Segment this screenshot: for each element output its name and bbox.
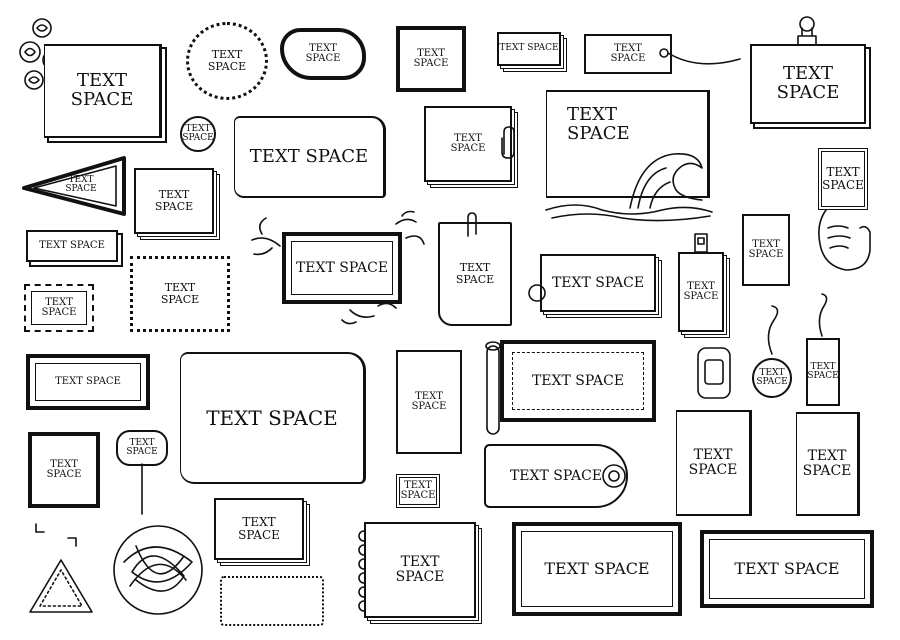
frame-text: TEXT SPACE — [544, 558, 650, 578]
branch-vine-icon — [251, 210, 425, 325]
frame-box: TEXT SPACE — [180, 352, 366, 484]
frame-box: TEXT SPACE — [484, 444, 628, 508]
sign-post-icon — [141, 463, 143, 515]
tag-string-icon — [659, 48, 741, 65]
frame-box: TEXT SPACE — [700, 530, 874, 608]
paperclip-icon — [501, 126, 515, 159]
hand-holding-icon — [818, 209, 871, 271]
frame-box: TEXT SPACE — [234, 116, 386, 198]
tag-string-icon — [767, 305, 779, 355]
frame-text: TEXT SPACE — [295, 259, 389, 276]
frame-text: TEXT SPACE — [65, 174, 97, 194]
frame-text: TEXT SPACE — [249, 145, 369, 167]
tag-grommet-icon — [602, 464, 626, 488]
frame-box: TEXT SPACE — [26, 354, 150, 410]
frame-text: TEXT SPACE — [206, 405, 338, 430]
corner-marks-icon — [35, 523, 77, 547]
frame-text: TEXT SPACE — [551, 274, 645, 291]
scribble-ball-icon — [113, 525, 203, 615]
punched-card-frame — [220, 576, 324, 626]
frame-box: TEXT SPACE — [500, 340, 656, 422]
frame-box: TEXT SPACE — [512, 522, 682, 616]
frame-box: TEXT SPACE — [54, 174, 108, 194]
frame-text: TEXT SPACE — [499, 43, 559, 54]
frame-text: TEXT SPACE — [734, 558, 840, 578]
pennant-flag-icon — [22, 156, 126, 216]
frame-text: TEXT SPACE — [39, 239, 105, 251]
clip-badge-icon — [697, 347, 731, 399]
frame-box: TEXT SPACE — [540, 254, 656, 312]
tag-string-icon — [818, 293, 828, 337]
frame-text: TEXT SPACE — [531, 372, 625, 389]
frame-box: TEXT SPACE — [497, 32, 561, 66]
frame-box: TEXT SPACE — [282, 232, 402, 304]
clip-icon — [694, 233, 708, 253]
frame-text: TEXT SPACE — [55, 375, 121, 387]
paperclip-icon — [467, 212, 477, 237]
frame-box: TEXT SPACE — [26, 230, 118, 262]
frame-text: TEXT SPACE — [509, 467, 603, 484]
ring-clip-icon — [528, 284, 546, 302]
great-wave-icon — [545, 152, 713, 222]
triangle-sandwich-icon — [29, 559, 93, 613]
